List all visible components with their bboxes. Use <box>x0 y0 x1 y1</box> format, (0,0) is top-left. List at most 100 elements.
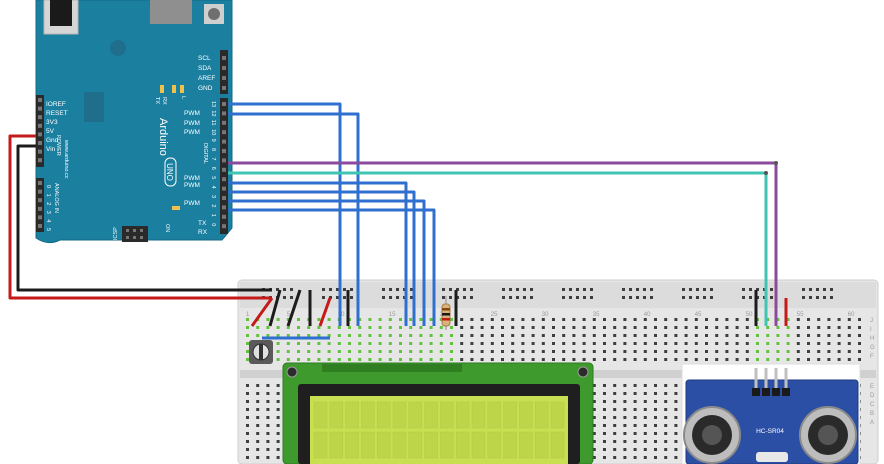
breadboard-hole <box>317 334 321 337</box>
breadboard-hole <box>623 384 627 387</box>
pin-hole <box>222 56 226 60</box>
icsp-pin-holes <box>126 229 143 239</box>
breadboard-hole <box>654 358 657 361</box>
breadboard-hole <box>470 334 474 337</box>
lcd-character-cell <box>313 401 328 429</box>
header-pin-label: SCL <box>198 55 211 62</box>
breadboard-hole <box>623 334 627 337</box>
breadboard-hole <box>399 326 402 329</box>
sensor-pin <box>774 368 778 392</box>
breadboard-hole <box>715 358 719 361</box>
breadboard-hole <box>592 318 596 321</box>
breadboard-hole <box>276 408 280 411</box>
breadboard-row-letter: D <box>870 393 875 399</box>
breadboard-hole <box>490 358 494 361</box>
breadboard-hole <box>470 318 474 321</box>
breadboard-hole <box>710 296 713 299</box>
analog-pin-number: 5 <box>45 228 51 231</box>
breadboard-hole <box>470 358 474 361</box>
breadboard-hole <box>613 448 617 451</box>
pin-hole <box>140 236 143 239</box>
pin-hole <box>38 98 42 102</box>
power-pin-label: Gnd <box>46 137 59 144</box>
breadboard-hole <box>276 456 280 459</box>
digital-pin-number: 6 <box>210 167 216 170</box>
breadboard-hole <box>389 288 392 291</box>
breadboard-hole <box>490 350 494 353</box>
breadboard-hole <box>266 448 270 451</box>
breadboard-hole <box>858 358 861 361</box>
pin-hole <box>222 149 226 153</box>
breadboard-hole <box>817 358 821 361</box>
power-pin-label: IOREF <box>46 101 66 108</box>
breadboard-hole <box>460 326 464 329</box>
lcd-character-cell <box>471 431 486 459</box>
breadboard-hole <box>276 342 280 345</box>
breadboard-hole <box>502 296 505 299</box>
breadboard-hole <box>592 350 596 353</box>
breadboard-hole <box>460 358 464 361</box>
breadboard-hole <box>694 326 698 329</box>
analog-pin-number: 3 <box>45 211 51 214</box>
breadboard-hole <box>756 288 759 291</box>
breadboard-hole <box>776 326 780 329</box>
breadboard-row-letter: F <box>870 354 874 360</box>
breadboard-hole <box>348 350 351 353</box>
breadboard-hole <box>613 456 617 459</box>
breadboard-hole <box>286 334 290 337</box>
breadboard-hole <box>276 350 280 353</box>
breadboard-hole <box>689 296 692 299</box>
breadboard-hole <box>337 358 341 361</box>
breadboard-column-number: 5 <box>287 312 291 318</box>
analog-pin-number: 1 <box>45 194 51 197</box>
breadboard-hole <box>337 342 341 345</box>
breadboard-hole <box>786 342 790 345</box>
breadboard-hole <box>654 432 657 435</box>
potentiometer[interactable] <box>249 340 273 364</box>
breadboard-hole <box>460 318 464 321</box>
breadboard-hole <box>613 432 617 435</box>
breadboard-hole <box>348 342 351 345</box>
breadboard-hole <box>735 318 739 321</box>
breadboard-hole <box>674 326 678 329</box>
breadboard-hole <box>636 288 639 291</box>
breadboard-hole <box>307 350 311 353</box>
lcd-character-cell <box>424 431 438 459</box>
tx-pin-label: TX <box>198 220 207 227</box>
breadboard-hole <box>735 326 739 329</box>
pin-hole <box>38 198 42 203</box>
breadboard-hole <box>256 326 260 329</box>
breadboard-hole <box>266 392 270 395</box>
breadboard-hole <box>521 326 525 329</box>
breadboard-hole <box>725 318 729 321</box>
breadboard-hole <box>623 400 627 403</box>
breadboard-hole <box>705 318 708 321</box>
breadboard-hole <box>501 358 504 361</box>
sensor-pin-base <box>772 388 780 396</box>
breadboard-hole <box>664 342 668 345</box>
breadboard-hole <box>337 334 341 337</box>
breadboard-hole <box>684 334 688 337</box>
lcd-character-cell <box>408 401 423 429</box>
breadboard-hole <box>256 456 260 459</box>
breadboard-hole <box>633 318 637 321</box>
breadboard-hole <box>368 318 372 321</box>
breadboard-hole <box>705 334 708 337</box>
reset-button[interactable] <box>208 8 220 20</box>
breadboard-hole <box>749 296 752 299</box>
breadboard-hole <box>705 350 708 353</box>
digital-pin-number: 9 <box>210 139 216 142</box>
breadboard-hole <box>613 358 617 361</box>
breadboard-hole <box>246 318 249 321</box>
breadboard-hole <box>705 326 708 329</box>
breadboard-hole <box>419 358 423 361</box>
breadboard-hole <box>827 334 831 337</box>
breadboard-row-letter: E <box>870 384 874 390</box>
lcd-character-cell <box>329 401 344 429</box>
breadboard-hole <box>636 296 639 299</box>
pin-hole <box>133 229 136 232</box>
breadboard-hole <box>552 342 555 345</box>
breadboard-hole <box>562 296 565 299</box>
breadboard-hole <box>521 318 525 321</box>
breadboard-hole <box>847 326 851 329</box>
